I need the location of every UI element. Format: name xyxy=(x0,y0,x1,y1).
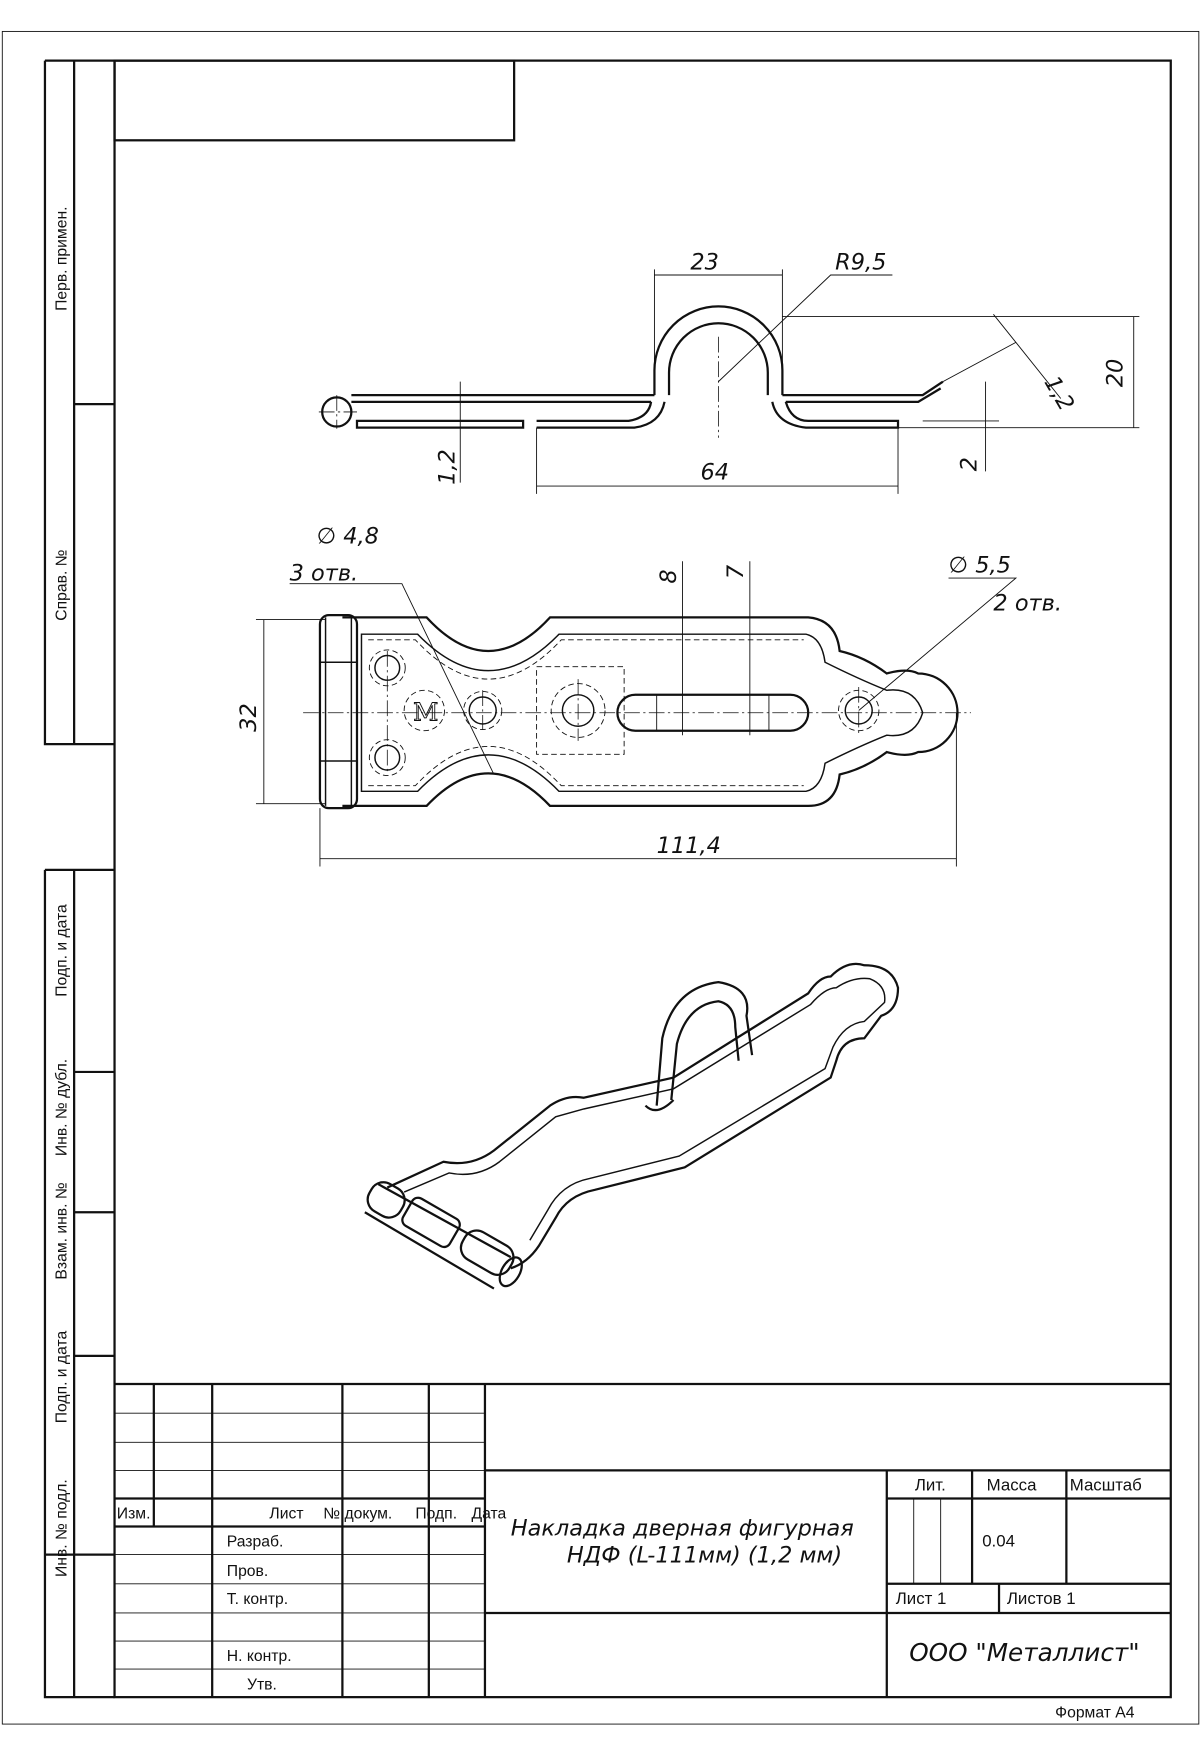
header-ndoc: № докум. xyxy=(323,1506,392,1523)
stamp-inv-dubl: Инв. № дубл. xyxy=(53,1059,70,1156)
mass-value: 0.04 xyxy=(982,1532,1015,1551)
lit-label: Лит. xyxy=(915,1476,946,1495)
organization: ООО "Металлист" xyxy=(909,1638,1139,1667)
stamp-perv-primen: Перв. примен. xyxy=(53,207,70,311)
dim-hole-small-dia: ∅ 4,8 xyxy=(317,523,379,549)
dim-hole-large-dia: ∅ 5,5 xyxy=(949,552,1011,578)
dim-slot-8: 8 xyxy=(656,569,682,583)
role-utv: Утв. xyxy=(247,1676,277,1693)
dim-step: 2 xyxy=(957,457,983,471)
dim-hole-large-count: 2 отв. xyxy=(993,591,1062,617)
stamp-mark-m: M xyxy=(413,698,438,727)
header-podp: Подп. xyxy=(415,1506,457,1523)
header-izm: Изм. xyxy=(117,1506,151,1523)
top-left-stamp xyxy=(113,59,516,142)
header-data: Дата xyxy=(471,1506,506,1523)
dim-loop-width: 23 xyxy=(690,249,719,275)
dim-radius: R9,5 xyxy=(835,249,886,275)
dim-width-32: 32 xyxy=(236,703,262,732)
isometric-view xyxy=(364,962,900,1290)
format-label: Формат А4 xyxy=(1055,1704,1135,1721)
dim-height: 20 xyxy=(1103,359,1129,388)
stamp-inv-podl: Инв. № подл. xyxy=(53,1479,70,1577)
stamp-podp-data-2: Подп. и дата xyxy=(53,1330,70,1423)
dim-thickness-left: 1,2 xyxy=(435,449,461,485)
role-razrab: Разраб. xyxy=(227,1534,284,1551)
drawing-frame xyxy=(113,59,1172,1699)
mass-label: Масса xyxy=(987,1476,1037,1495)
stamp-sprav-no: Справ. № xyxy=(53,549,70,620)
side-view: 23 R9,5 20 1,2 2 64 1,2 xyxy=(318,249,1140,494)
dim-slot-7: 7 xyxy=(723,564,749,579)
sheet-number: Лист 1 xyxy=(896,1589,947,1608)
role-prov: Пров. xyxy=(227,1563,268,1580)
stamp-podp-data: Подп. и дата xyxy=(53,904,70,997)
plan-view: M 32 111,4 ∅ 4,8 3 отв. ∅ 5,5 2 отв. 8 7 xyxy=(236,523,1062,867)
dim-length-111-4: 111,4 xyxy=(657,833,721,859)
stamp-vzam-inv: Взам. инв. № xyxy=(53,1182,70,1279)
scale-label: Масштаб xyxy=(1070,1476,1142,1495)
sheet-edge xyxy=(1,30,1200,1725)
drawing-title-line2: НДФ (L-111мм) (1,2 мм) xyxy=(567,1542,842,1568)
left-stamp-strip: Перв. примен. Справ. № Подп. и дата Инв.… xyxy=(43,59,115,1699)
dim-length-64: 64 xyxy=(700,459,729,485)
role-n-kontr: Н. контр. xyxy=(227,1648,292,1665)
header-list: Лист xyxy=(269,1506,303,1523)
drawing-title-line1: Накладка дверная фигурная xyxy=(511,1516,854,1542)
role-t-kontr: Т. контр. xyxy=(227,1591,288,1608)
sheets-total: Листов 1 xyxy=(1007,1589,1076,1608)
dim-hole-small-count: 3 отв. xyxy=(290,560,359,586)
title-block: Изм. Лист № докум. Подп. Дата Разраб. Пр… xyxy=(114,1382,1171,1721)
